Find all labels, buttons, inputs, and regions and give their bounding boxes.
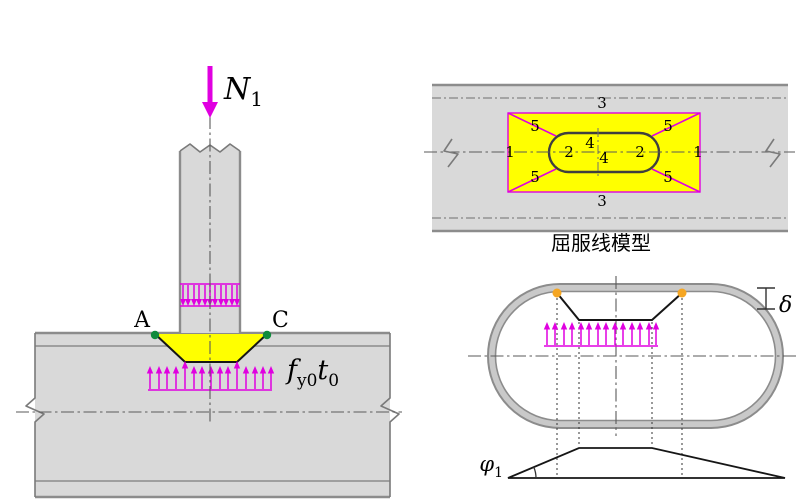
- phi-label: φ1: [479, 452, 503, 481]
- delta-label: δ: [779, 293, 792, 318]
- section-deformed-face: [556, 292, 683, 321]
- yield-line-5-tl: 5: [530, 117, 540, 135]
- yield-line-2-left: 2: [564, 143, 574, 161]
- delta-dimension: δ: [757, 287, 792, 318]
- yield-diagonal-bl: [507, 168, 557, 193]
- yield-region-highlight: [155, 334, 267, 362]
- section-view: δ φ1: [468, 276, 796, 481]
- angle-arc: [533, 466, 537, 479]
- left-elevation-view: N1 A C fy0t0: [16, 66, 402, 499]
- chord-left-break: [25, 333, 45, 497]
- force-label: N1: [223, 72, 263, 111]
- deformed-face-line: [154, 333, 268, 363]
- hinge-dot-a: [150, 330, 160, 340]
- plan-right-break: [765, 138, 781, 168]
- point-a-label: A: [133, 308, 151, 333]
- plan-view: 3 3 1 1 5 5 5 5 2 2 4 4 屈服线模型: [424, 83, 795, 255]
- yield-line-3-bottom: 3: [597, 192, 607, 210]
- yield-diagonal-tr: [651, 112, 701, 137]
- yield-line-1-left: 1: [505, 143, 515, 161]
- yield-line-5-tr: 5: [663, 117, 673, 135]
- applied-force-arrow: [202, 66, 218, 118]
- yield-line-5-br: 5: [663, 168, 673, 186]
- yield-line-2-right: 2: [635, 143, 645, 161]
- yield-diagonal-tl: [507, 112, 557, 137]
- plan-left-break: [443, 138, 459, 168]
- yield-diagonal-br: [651, 168, 701, 193]
- hinge-dot-c: [262, 330, 272, 340]
- hinge-dot-left: [552, 288, 562, 298]
- rotation-trapezoid: [507, 447, 786, 479]
- force-arrowhead: [202, 102, 218, 118]
- point-c-label: C: [272, 308, 289, 333]
- yield-line-4-a: 4: [585, 134, 595, 152]
- plan-caption: 屈服线模型: [551, 231, 651, 255]
- yield-line-1-right: 1: [693, 143, 703, 161]
- yield-line-4-b: 4: [599, 149, 609, 167]
- yield-line-3-top: 3: [597, 94, 607, 112]
- chord-right-break: [380, 333, 400, 497]
- section-load: [543, 321, 660, 347]
- yield-line-5-bl: 5: [530, 168, 540, 186]
- hinge-dot-right: [677, 288, 687, 298]
